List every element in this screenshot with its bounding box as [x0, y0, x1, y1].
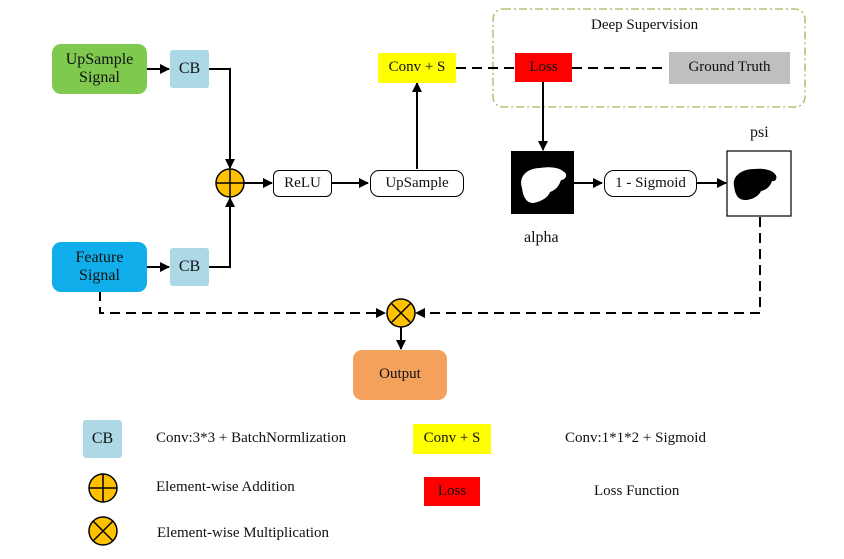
- alpha-label: alpha: [524, 229, 559, 246]
- sigmoid-node: 1 - Sigmoid: [604, 170, 697, 197]
- legend-cb-symbol: CB: [83, 420, 122, 458]
- cb-bottom-node: CB: [170, 248, 209, 286]
- ground-truth-node: Ground Truth: [669, 52, 790, 84]
- legend-multiplication-description: Element-wise Multiplication: [157, 525, 330, 541]
- feature-signal-line1: Feature: [75, 248, 124, 266]
- psi-label: psi: [750, 124, 769, 141]
- feature-signal-node: Feature Signal: [52, 242, 147, 292]
- arrowhead-feature-multiply: [376, 308, 386, 318]
- feature-signal-line2: Signal: [79, 267, 120, 284]
- psi-map-image: [726, 150, 792, 217]
- element-wise-addition-op: [215, 168, 245, 198]
- edge-cb-top-to-add: [209, 68, 235, 169]
- arrowhead-psi-multiply: [415, 308, 425, 318]
- relu-node: ReLU: [273, 170, 332, 197]
- upsample-signal-line1: UpSample: [65, 50, 134, 68]
- legend-conv-s-symbol: Conv + S: [413, 424, 491, 454]
- legend-loss-symbol: Loss: [424, 477, 480, 506]
- legend-addition-symbol: [88, 473, 118, 503]
- edge-cb-bottom-to-add: [209, 197, 235, 268]
- upsample-signal-node: UpSample Signal: [52, 44, 147, 94]
- loss-node: Loss: [515, 53, 572, 82]
- cb-top-node: CB: [170, 50, 209, 88]
- legend-conv-s-description: Conv:1*1*2 + Sigmoid: [565, 430, 706, 446]
- legend-cb-description: Conv:3*3 + BatchNormlization: [156, 430, 347, 446]
- edge-feature-to-multiply: [99, 291, 384, 314]
- alpha-map-image: [511, 151, 574, 214]
- legend-multiplication-symbol: [88, 516, 118, 546]
- output-node: Output: [353, 350, 447, 400]
- legend-loss-description: Loss Function: [594, 483, 680, 499]
- edge-psi-to-multiply: [417, 217, 761, 314]
- upsample-node: UpSample: [370, 170, 464, 197]
- deep-supervision-title: Deep Supervision: [591, 17, 699, 33]
- upsample-signal-line2: Signal: [79, 69, 120, 86]
- legend-addition-description: Element-wise Addition: [156, 479, 295, 495]
- element-wise-multiplication-op: [386, 298, 416, 328]
- deep-supervision-region: [492, 8, 806, 108]
- conv-s-node: Conv + S: [378, 53, 456, 83]
